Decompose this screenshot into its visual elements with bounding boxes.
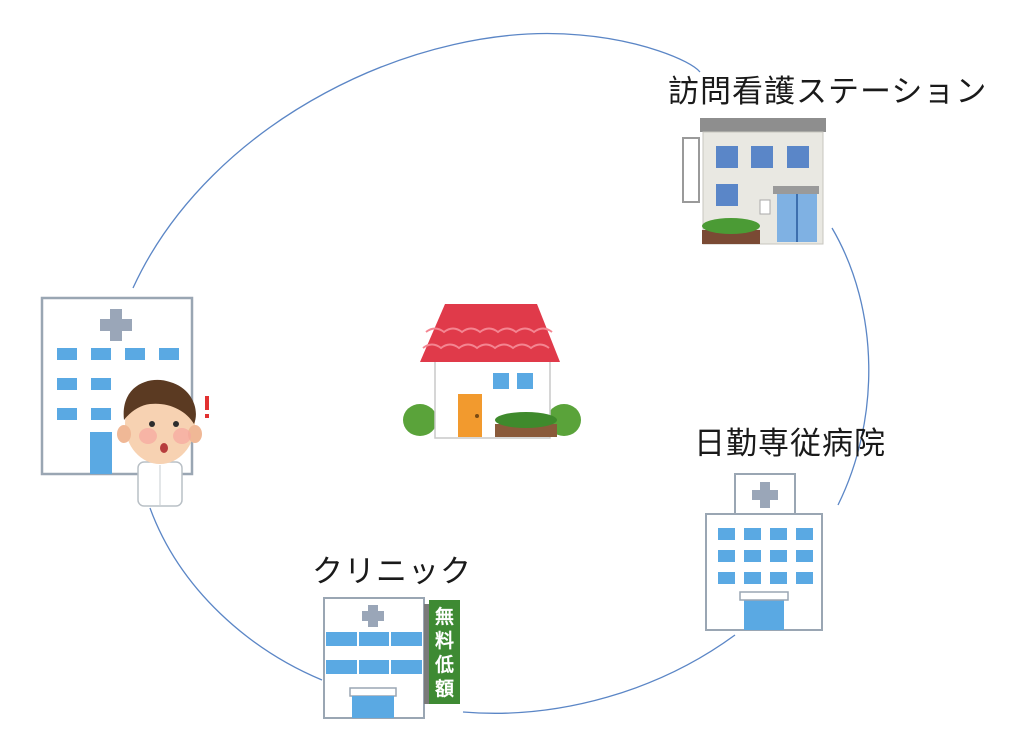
arc-top xyxy=(132,32,701,289)
day-shift-hospital-icon xyxy=(705,473,823,631)
clinic-sign-char-1: 無 xyxy=(435,605,454,628)
clinic-label: クリニック xyxy=(312,554,472,590)
house-icon xyxy=(403,304,581,439)
clinic-building-icon: 無 料 低 額 xyxy=(323,597,460,719)
connection-circle xyxy=(132,32,870,714)
nursing-station-building-icon xyxy=(682,118,826,245)
arc-bottom-left xyxy=(149,507,323,681)
clinic-sign-char-4: 額 xyxy=(435,677,454,700)
hospital-with-doctor-icon xyxy=(40,296,209,507)
day-shift-hospital-label: 日勤専従病院 xyxy=(694,426,886,462)
clinic-sign-char-2: 料 xyxy=(435,629,454,652)
clinic-sign-char-3: 低 xyxy=(434,653,454,676)
clinic-sign xyxy=(429,600,460,704)
arc-right xyxy=(831,227,870,506)
arc-bottom-right xyxy=(462,634,736,714)
nursing-station-label: 訪問看護ステーション xyxy=(668,74,988,110)
